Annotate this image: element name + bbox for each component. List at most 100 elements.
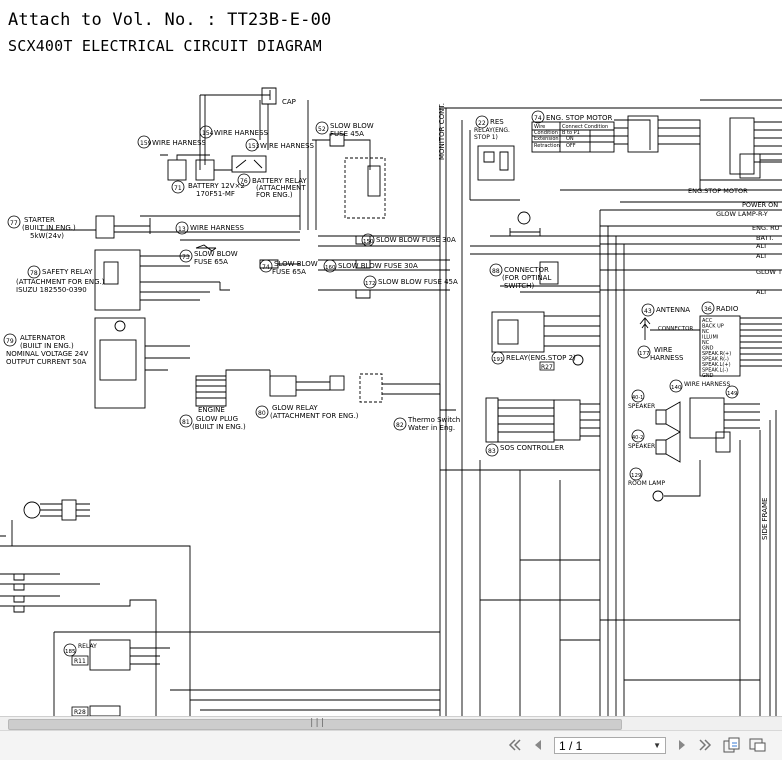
label-73a: SLOW BLOW: [194, 250, 238, 258]
label-77b: (BUILT IN ENG.): [22, 224, 76, 232]
fullscreen-icon[interactable]: [748, 737, 768, 753]
label-140: WIRE HARNESS: [684, 381, 730, 388]
label-relay: RELAY: [78, 643, 97, 650]
label-154-num: 154: [202, 130, 214, 137]
radio-pin-5: NC: [702, 340, 710, 346]
chevron-down-icon: ▼: [653, 741, 661, 750]
label-batt: BATT.: [756, 234, 774, 242]
label-power: POWER ON: [742, 201, 778, 209]
save-copy-icon[interactable]: [722, 737, 742, 753]
table-r3v: OFF: [566, 143, 576, 149]
first-page-icon[interactable]: [506, 737, 524, 753]
label-74b: ENG. STOP MOTOR: [546, 114, 613, 122]
next-page-icon[interactable]: [674, 737, 690, 753]
label-71a: BATTERY 12V×2: [188, 182, 245, 190]
label-172-num: 172: [365, 281, 376, 287]
radio-pin-4: ILLUMI: [702, 335, 718, 341]
label-74a: SLOW BLOW: [274, 260, 318, 268]
label-82a: Thermo Switch: [407, 416, 460, 424]
label-191-num: 191: [493, 357, 504, 363]
label-82-num: 82: [396, 422, 404, 429]
label-177a: WIRE: [654, 346, 672, 354]
label-185-num: 185: [65, 649, 76, 655]
label-83-num: 83: [488, 448, 496, 455]
label-73-num: 73: [182, 254, 190, 261]
table-r2v: ON: [566, 136, 574, 142]
label-79a: ALTERNATOR: [20, 334, 66, 342]
horizontal-scrollbar[interactable]: |||: [0, 716, 782, 731]
label-79c: NOMINAL VOLTAGE 24V: [6, 350, 88, 358]
label-43-num: 43: [644, 308, 652, 315]
table-h2: Connect Condition: [562, 124, 608, 130]
label-78c: ISUZU 182550-0390: [16, 286, 87, 294]
label-88c: SWITCH): [504, 282, 534, 290]
label-cap: CAP: [282, 98, 296, 106]
document-viewer[interactable]: Attach to Vol. No. : TT23B-E-00 SCX400T …: [0, 0, 782, 716]
label-177b: HARNESS: [650, 354, 684, 362]
radio-pin-9: SPEAK.L(+): [702, 362, 731, 368]
document-title-line1: Attach to Vol. No. : TT23B-E-00: [8, 10, 332, 30]
label-80a: GLOW RELAY: [272, 404, 318, 412]
label-13: WIRE HARNESS: [190, 224, 245, 232]
label-77-num: 77: [10, 220, 18, 227]
label-77c: 5kW(24v): [30, 232, 64, 240]
label-73b: FUSE 65A: [194, 258, 228, 266]
last-page-icon[interactable]: [696, 737, 714, 753]
label-eng-ru: ENG. RU: [752, 224, 780, 232]
grip-icon: |||: [309, 718, 326, 728]
label-connector: CONNECTOR: [658, 326, 693, 332]
radio-pin-6: GND: [702, 346, 714, 352]
label-52a: SLOW BLOW: [330, 122, 374, 130]
page-select[interactable]: 1 / 1 ▼: [554, 737, 666, 754]
label-glow-lamp: GLOW LAMP-R-Y: [716, 210, 768, 218]
label-13-num: 13: [178, 226, 186, 233]
label-88a: CONNECTOR: [504, 266, 549, 274]
label-74-num: 74: [262, 264, 270, 271]
label-81a: GLOW PLUG: [196, 415, 238, 423]
document-title-line2: SCX400T ELECTRICAL CIRCUIT DIAGRAM: [8, 37, 322, 55]
label-79d: OUTPUT CURRENT 50A: [6, 358, 87, 366]
label-79b: (BUILT IN ENG.): [20, 342, 74, 350]
label-74b-num: 74: [534, 115, 542, 122]
label-22-num: 22: [478, 120, 486, 127]
label-alt-1: ALT: [756, 242, 767, 250]
label-81-num: 81: [182, 419, 190, 426]
label-52-num: 52: [318, 126, 326, 133]
label-153-num: 153: [248, 143, 260, 150]
label-153: WIRE HARNESS: [260, 142, 315, 150]
table-r2: Extension: [534, 136, 559, 142]
label-81b: (BUILT IN ENG.): [192, 423, 246, 431]
label-88b: (FOR OPTINAL: [502, 274, 551, 282]
label-154: WIRE HARNESS: [214, 129, 269, 137]
label-room-lamp: ROOM LAMP: [628, 480, 665, 487]
label-36: RADIO: [716, 305, 739, 313]
prev-page-icon[interactable]: [530, 737, 546, 753]
label-76b: (ATTACHMENT: [256, 184, 306, 192]
radio-pin-3: NC: [702, 329, 710, 335]
scrollbar-thumb[interactable]: |||: [8, 718, 622, 730]
radio-pin-8: SPEAK.R(-): [702, 357, 729, 363]
label-79-num: 79: [6, 338, 14, 345]
label-monitor: MONITOR CONT.: [438, 103, 446, 160]
table-r1v: B to P1: [562, 130, 580, 136]
label-glow-ti: GLOW TI: [756, 268, 782, 276]
label-150-num: 150: [363, 239, 374, 245]
label-177-num: 177: [639, 351, 650, 357]
label-160-num: 160: [325, 265, 336, 271]
label-78a: SAFETY RELAY: [42, 268, 93, 276]
label-alt-2: ALT: [756, 252, 767, 260]
label-78-num: 78: [30, 270, 38, 277]
label-22b: RELAY(ENG.: [474, 127, 510, 134]
label-76a: BATTERY RELAY: [252, 177, 307, 185]
label-side-frame: SIDE FRAME: [761, 498, 769, 540]
label-52b: FUSE 45A: [330, 130, 364, 138]
label-43: ANTENNA: [656, 306, 690, 314]
label-140-num: 140: [671, 385, 682, 391]
radio-pin-11: GND: [702, 373, 714, 379]
radio-pin-1: ACC: [702, 318, 713, 324]
label-76-num: 76: [240, 178, 248, 185]
page-indicator: 1 / 1: [559, 738, 583, 753]
label-22a: RES: [490, 118, 504, 126]
label-82b: Water in Eng.: [408, 424, 455, 432]
label-80-num: 80: [258, 410, 266, 417]
